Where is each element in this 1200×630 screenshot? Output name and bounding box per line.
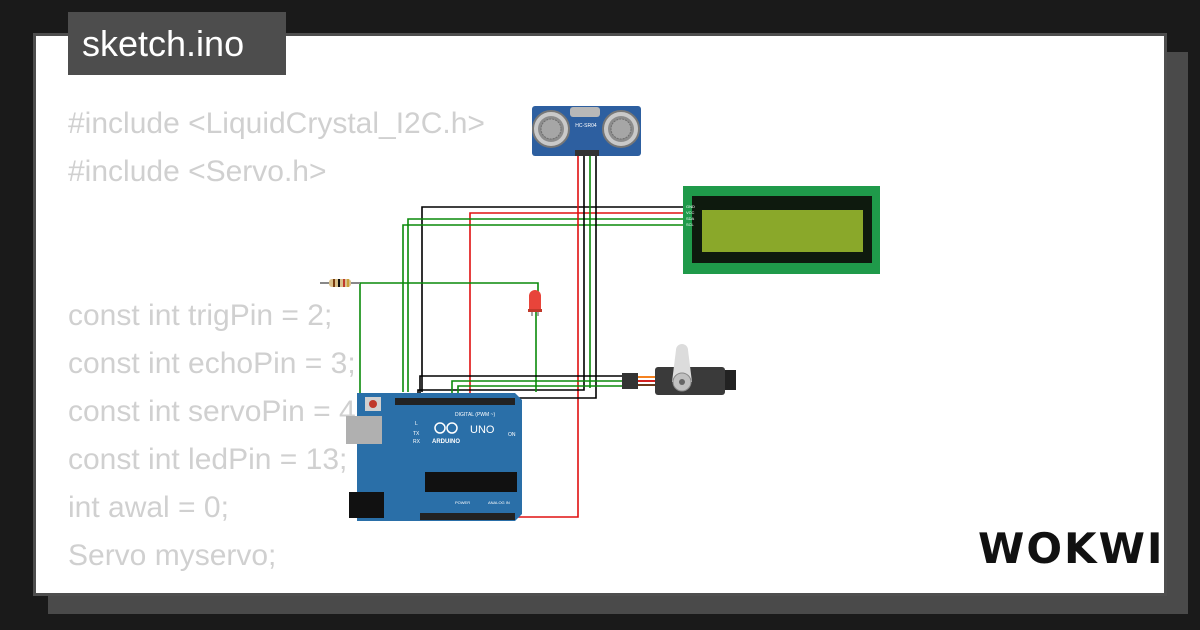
ultrasonic-sensor[interactable]: HC-SR04 [532, 106, 641, 156]
lcd-pin-label: VCC [686, 210, 695, 215]
code-line: const int trigPin = 2; [68, 299, 333, 332]
wire-sonar-trig [417, 152, 585, 398]
arduino-analog-label: ANALOG IN [488, 500, 510, 505]
code-line: const int echoPin = 3; [68, 347, 356, 380]
wire-lcd-sda [407, 218, 690, 392]
lcd-pin-label: GND [686, 204, 695, 209]
code-line: #include <LiquidCrystal_I2C.h> [68, 107, 485, 140]
code-preview: #include <LiquidCrystal_I2C.h> #include <… [68, 100, 485, 580]
wire-resistor-led [360, 282, 539, 300]
lcd-display[interactable]: GND VCC SDA SCL [683, 186, 880, 274]
code-line: const int servoPin = 4; [68, 395, 364, 428]
wire-sonar-gnd [430, 152, 597, 399]
wire-sonar-vcc [515, 152, 579, 518]
wokwi-logo: WOKWI [978, 524, 1165, 573]
arduino-tx-led: TX [413, 431, 420, 437]
red-led[interactable] [528, 290, 542, 316]
arduino-model: UNO [470, 424, 495, 436]
arduino-digital-label: DIGITAL (PWM ~) [455, 412, 495, 418]
lcd-pin-label: SCL [686, 222, 695, 227]
servo-motor[interactable] [622, 344, 736, 395]
code-line: const int ledPin = 13; [68, 443, 348, 476]
code-line: int awal = 0; [68, 491, 229, 524]
arduino-infinity-logo [434, 422, 458, 434]
resistor[interactable] [320, 279, 360, 287]
arduino-brand: ARDUINO [432, 439, 460, 445]
arduino-rx-led: RX [413, 439, 421, 445]
wire-servo-gnd [419, 375, 623, 398]
lcd-pin-label: SDA [686, 216, 695, 221]
arduino-l-led: L [415, 421, 418, 427]
code-line: Servo myservo; [68, 539, 277, 572]
arduino-on-led: ON [508, 432, 516, 438]
sensor-label: HC-SR04 [575, 123, 597, 129]
arduino-uno[interactable]: DIGITAL (PWM ~) UNO ARDUINO ON L TX RX P… [346, 393, 522, 521]
wire-lcd-gnd [421, 206, 690, 392]
code-line: #include <Servo.h> [68, 155, 327, 188]
wire-lcd-scl [402, 224, 690, 392]
arduino-power-label: POWER [455, 500, 470, 505]
sketch-title: sketch.ino [68, 12, 286, 75]
